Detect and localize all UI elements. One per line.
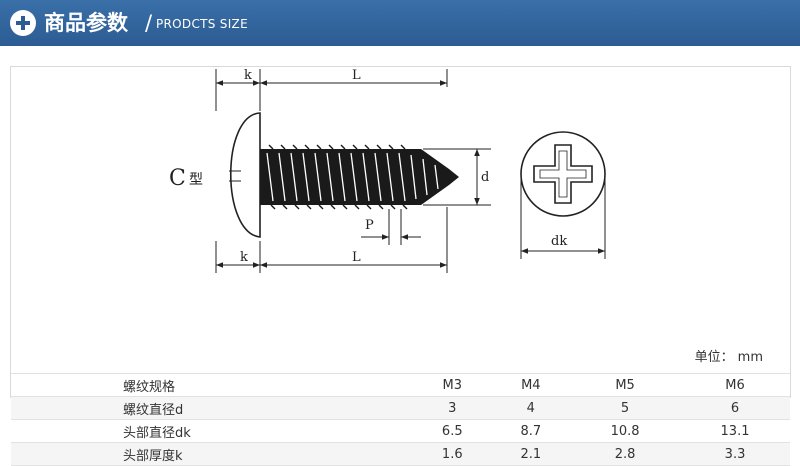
type-label: 型 <box>189 172 203 188</box>
spec-panel: k L C 型 <box>10 66 791 466</box>
table-cell: M6 <box>680 373 790 397</box>
pitch-dimension <box>361 209 421 245</box>
table-cell: 1.6 <box>413 442 492 466</box>
unit-value: mm <box>737 350 763 365</box>
dim-label-k-bottom: k <box>240 250 248 265</box>
table-cell: 10.8 <box>570 419 681 443</box>
screw-shank <box>260 144 459 210</box>
title-separator: / <box>145 11 153 35</box>
unit-note: 单位：mm <box>691 346 763 365</box>
row-label: 头部厚度k <box>11 442 413 466</box>
dim-label-k-top: k <box>244 68 252 83</box>
section-title: 商品参数 <box>44 11 128 35</box>
row-label: 螺纹规格 <box>11 373 413 397</box>
table-cell: 8.7 <box>491 419 571 443</box>
dim-label-d: d <box>481 170 489 185</box>
table-cell: M5 <box>570 373 681 397</box>
table-cell: 3.3 <box>680 442 790 466</box>
table-row: 螺纹规格 M3 M4 M5 M6 <box>11 373 790 397</box>
dim-label-p: P <box>365 218 374 233</box>
diameter-dimension <box>423 148 491 206</box>
unit-label: 单位： <box>694 350 734 365</box>
top-dimension <box>215 69 448 111</box>
table-row: 头部厚度k 1.6 2.1 2.8 3.3 <box>11 442 790 466</box>
bottom-dimension <box>215 207 448 273</box>
table-row: 头部直径dk 6.5 8.7 10.8 13.1 <box>11 419 790 443</box>
head-diameter-dimension <box>520 177 606 259</box>
dim-label-dk: dk <box>551 234 567 249</box>
table-cell: 6.5 <box>413 419 492 443</box>
row-label: 头部直径dk <box>11 419 413 443</box>
table-cell: 2.8 <box>570 442 681 466</box>
table-cell: 2.1 <box>491 442 571 466</box>
screw-diagram: k L C 型 <box>169 68 606 273</box>
dim-label-L-top: L <box>352 68 361 83</box>
screw-head <box>229 112 261 238</box>
dim-label-L-bottom: L <box>352 250 361 265</box>
section-subtitle: PRODCTS SIZE <box>156 17 248 31</box>
table-cell: M4 <box>491 373 571 397</box>
table-cell: M3 <box>413 373 492 397</box>
type-label-c: C <box>169 166 186 191</box>
spec-table: 螺纹规格 M3 M4 M5 M6 螺纹直径d 3 4 5 6 头部直径dk 6.… <box>11 373 790 466</box>
table-cell: 13.1 <box>680 419 790 443</box>
section-banner: 商品参数 / PRODCTS SIZE <box>0 0 800 46</box>
head-top-view <box>520 131 606 217</box>
plus-circle-icon <box>10 10 36 36</box>
